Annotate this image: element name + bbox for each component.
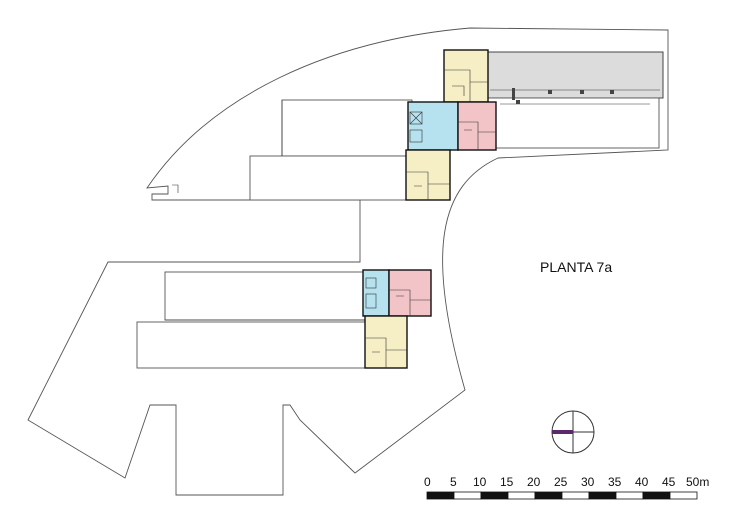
lift-cross: [409, 111, 423, 125]
unit-upper-b: [457, 101, 497, 151]
scale-tick-label: 30: [581, 475, 595, 489]
unit-upper-a: [443, 49, 489, 103]
unit-lower-b-walls: [365, 337, 407, 368]
lift-shaft-lower: [365, 277, 377, 289]
scale-tick-label: 0: [424, 475, 431, 489]
site-notch: [172, 184, 179, 193]
scale-tick-label: 40: [635, 475, 649, 489]
lower-wing-top: [164, 271, 366, 321]
scale-tick-label: 25: [554, 475, 568, 489]
scale-tick-label: 10: [473, 475, 487, 489]
core-upper: [407, 101, 459, 151]
scale-tick-label: 35: [608, 475, 622, 489]
scale-tick-label: 50m: [686, 475, 709, 489]
plan-label: PLANTA 7a: [540, 259, 612, 275]
balcony-posts: [512, 88, 614, 104]
unit-upper-b-walls: [458, 121, 496, 150]
stair-core-lower: [365, 293, 377, 309]
balcony-strip: [486, 97, 660, 149]
scale-labels: 0 5 10 15 20 25 30 35 40 45 50m: [424, 475, 709, 489]
upper-wing-top: [281, 99, 413, 157]
scale-bar: [426, 491, 698, 500]
stair-core: [409, 129, 423, 143]
scale-tick-label: 15: [500, 475, 514, 489]
lift-shaft: [409, 111, 423, 125]
unit-lower-a-walls: [389, 289, 431, 316]
north-arrow-icon: [551, 410, 595, 454]
site-outline: [27, 27, 669, 496]
unit-upper-c-walls: [406, 171, 450, 200]
scale-tick-label: 20: [527, 475, 541, 489]
upper-wing-mid: [249, 155, 409, 201]
scale-tick-label: 45: [662, 475, 676, 489]
core-lower: [362, 269, 390, 317]
lower-wing-bottom: [136, 321, 368, 369]
unit-upper-a-walls: [444, 69, 488, 102]
scale-tick-label: 5: [450, 475, 457, 489]
